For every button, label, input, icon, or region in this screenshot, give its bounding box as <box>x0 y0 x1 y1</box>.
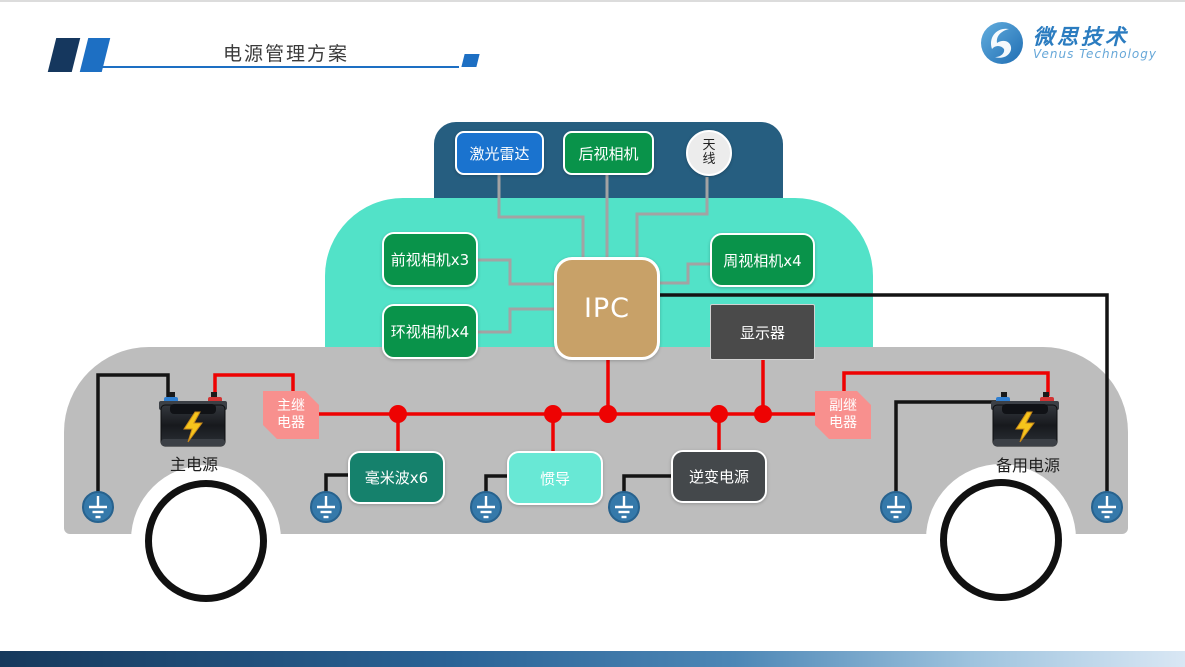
node-aux-relay-label: 副继电器 <box>829 398 857 431</box>
node-ipc-label: IPC <box>583 293 631 324</box>
logo-text: 微思技术 Venus Technology <box>1033 26 1157 61</box>
node-mmwave-radar-label: 毫米波x6 <box>364 469 429 487</box>
ground-icon <box>310 491 342 523</box>
title-underline <box>96 66 459 68</box>
logo-swirl-icon <box>981 22 1024 64</box>
node-side-camera: 周视相机x4 <box>710 233 815 287</box>
main-battery-icon <box>159 392 227 447</box>
node-front-camera: 前视相机x3 <box>382 232 478 287</box>
main-power-label: 主电源 <box>169 455 218 474</box>
node-side-camera-label: 周视相机x4 <box>723 251 802 270</box>
company-logo: 微思技术 Venus Technology <box>979 20 1157 66</box>
front-wheel <box>145 480 267 602</box>
node-aux-relay: 副继电器 <box>815 391 871 439</box>
node-surround-camera: 环视相机x4 <box>382 304 478 359</box>
node-main-relay: 主继电器 <box>263 391 319 439</box>
page-title: 电源管理方案 <box>222 43 349 65</box>
node-display: 显示器 <box>710 304 815 360</box>
ground-icon <box>1091 491 1123 523</box>
node-antenna: 天线 <box>686 130 732 176</box>
node-surround-camera-label: 环视相机x4 <box>390 323 470 341</box>
ground-icon <box>880 491 912 523</box>
backup-battery-icon <box>991 392 1059 447</box>
backup-power-label: 备用电源 <box>995 456 1060 475</box>
header-accent-bar-dark <box>47 38 81 72</box>
ground-icon <box>608 491 640 523</box>
node-front-camera-label: 前视相机x3 <box>390 251 470 269</box>
node-lidar: 激光雷达 <box>455 131 544 175</box>
node-imu-label: 惯导 <box>539 469 570 488</box>
ground-icon <box>82 491 114 523</box>
node-mmwave-radar: 毫米波x6 <box>348 451 445 504</box>
node-ipc: IPC <box>554 257 660 360</box>
node-display-label: 显示器 <box>739 323 785 342</box>
logo-subtitle: Venus Technology <box>1033 46 1157 61</box>
node-main-relay-label: 主继电器 <box>277 398 305 431</box>
node-rear-camera-label: 后视相机 <box>578 144 639 163</box>
footer-gradient-bar <box>0 651 1185 667</box>
node-antenna-label: 天线 <box>702 137 716 167</box>
node-imu: 惯导 <box>507 451 603 505</box>
rear-wheel <box>940 479 1062 601</box>
node-lidar-label: 激光雷达 <box>469 144 530 163</box>
ground-icon <box>470 491 502 523</box>
title-underline-tip <box>461 54 480 67</box>
node-inverter: 逆变电源 <box>671 450 767 503</box>
node-inverter-label: 逆变电源 <box>688 468 749 486</box>
node-rear-camera: 后视相机 <box>563 131 654 175</box>
logo-name: 微思技术 <box>1033 24 1130 49</box>
